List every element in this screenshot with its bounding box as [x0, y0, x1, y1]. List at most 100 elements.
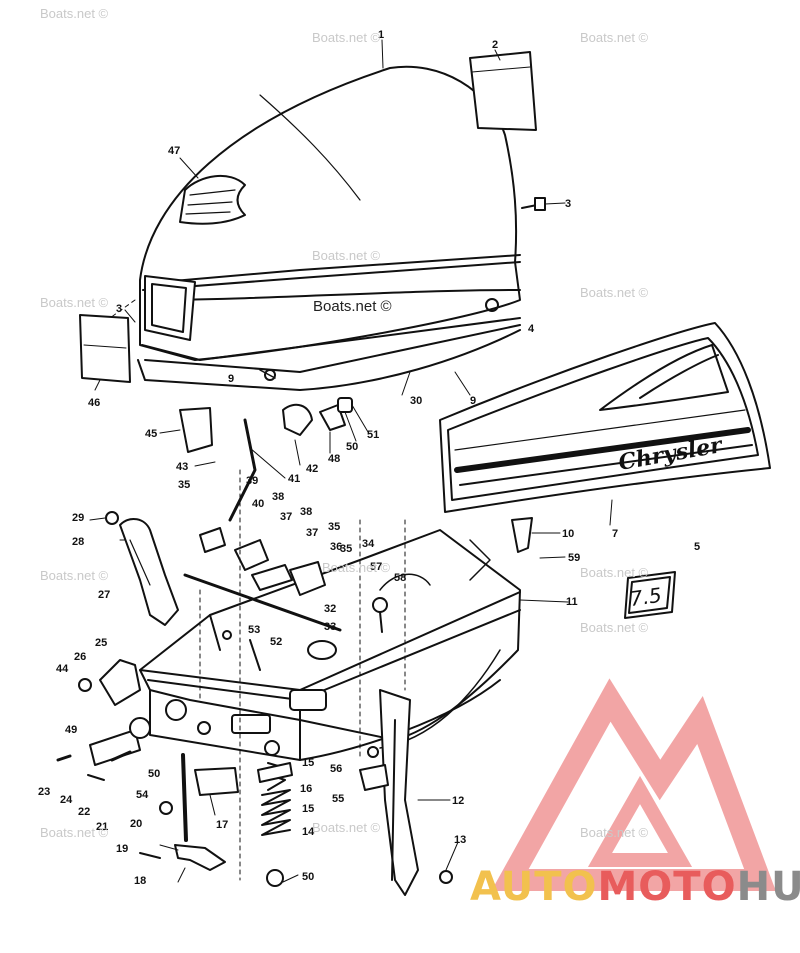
callout-5: 5 [694, 541, 700, 553]
callout-23: 23 [38, 786, 50, 798]
bottom-cowl [139, 529, 521, 761]
callout-2: 2 [492, 39, 498, 51]
callout-50: 50 [148, 768, 160, 780]
callout-35: 35 [340, 543, 352, 555]
callout-17: 17 [216, 819, 228, 831]
callout-24: 24 [60, 794, 73, 806]
callout-49: 49 [65, 724, 77, 736]
watermark: Boats.net © [580, 285, 649, 300]
watermark: Boats.net © [40, 568, 109, 583]
watermark: Boats.net © [40, 295, 109, 310]
callout-53: 53 [248, 624, 260, 636]
callout-1: 1 [378, 29, 384, 41]
callout-35: 35 [178, 479, 190, 491]
small-brackets [105, 397, 533, 640]
callout-41: 41 [288, 473, 300, 485]
callout-55: 55 [332, 793, 344, 805]
callout-15: 15 [302, 757, 314, 769]
callout-46: 46 [88, 397, 100, 409]
callout-16: 16 [300, 783, 312, 795]
callout-3: 3 [116, 303, 122, 315]
callout-13: 13 [454, 834, 466, 846]
callout-32: 32 [324, 603, 336, 615]
left-side-parts [56, 659, 151, 781]
callout-57: 57 [370, 561, 382, 573]
callout-51: 51 [367, 429, 379, 441]
callout-59: 59 [568, 552, 580, 564]
callout-37: 37 [306, 527, 318, 539]
callout-30: 30 [410, 395, 422, 407]
callout-12: 12 [452, 795, 464, 807]
watermark: Boats.net © [580, 620, 649, 635]
leader-lines [89, 39, 613, 883]
watermark: Boats.net © [312, 248, 381, 263]
hp-decal-text: 7.5 [628, 583, 663, 611]
dashed-guides [109, 299, 406, 881]
callout-54: 54 [136, 789, 149, 801]
callout-19: 19 [116, 843, 128, 855]
callout-35: 35 [328, 521, 340, 533]
automotohub-logo-mark [491, 678, 776, 891]
watermark: Boats.net © [580, 565, 649, 580]
callout-38: 38 [300, 506, 312, 518]
screw-3-right [521, 197, 546, 211]
watermark: Boats.net © [40, 825, 109, 840]
center-watermark: Boats.net © [313, 298, 392, 315]
callout-14: 14 [302, 826, 315, 838]
linkage-parts [139, 740, 453, 887]
callout-38: 38 [272, 491, 284, 503]
automotohub-logo-text: AUTOMOTOHUB [470, 864, 800, 910]
logo-part-moto: MOTO [597, 864, 737, 910]
callout-36: 36 [330, 541, 342, 553]
callout-34: 34 [362, 538, 375, 550]
callout-52: 52 [270, 636, 282, 648]
callout-48: 48 [328, 453, 340, 465]
watermark: Boats.net © [312, 30, 381, 45]
callout-22: 22 [78, 806, 90, 818]
callout-28: 28 [72, 536, 84, 548]
decal-label-2 [469, 51, 537, 131]
callout-56: 56 [330, 763, 342, 775]
callout-58: 58 [394, 572, 406, 584]
decal-label-46 [79, 314, 131, 383]
callout-40: 40 [252, 498, 264, 510]
watermark: Boats.net © [322, 560, 391, 575]
callout-18: 18 [134, 875, 146, 887]
callout-45: 45 [145, 428, 157, 440]
callout-4: 4 [528, 323, 535, 335]
callout-15: 15 [302, 803, 314, 815]
watermark: Boats.net © [580, 30, 649, 45]
callout-29: 29 [72, 512, 84, 524]
top-cowl [137, 65, 521, 391]
watermark: Boats.net © [40, 6, 109, 21]
callout-47: 47 [168, 145, 180, 157]
callout-27: 27 [98, 589, 110, 601]
watermark: Boats.net © [580, 825, 649, 840]
callout-10: 10 [562, 528, 574, 540]
callout-37: 37 [280, 511, 292, 523]
side-decal-panel [439, 322, 771, 513]
callout-43: 43 [176, 461, 188, 473]
callout-44: 44 [56, 663, 69, 675]
callout-25: 25 [95, 637, 107, 649]
shaft-12 [379, 689, 419, 896]
callout-39: 39 [246, 475, 258, 487]
callout-3: 3 [565, 198, 571, 210]
logo-part-hub: HUB [736, 864, 800, 910]
callout-7: 7 [612, 528, 618, 540]
callout-9: 9 [228, 373, 234, 385]
logo-part-auto: AUTO [470, 864, 598, 910]
callout-50: 50 [346, 441, 358, 453]
handle-28 [119, 518, 179, 626]
callout-50: 50 [302, 871, 314, 883]
callout-21: 21 [96, 821, 108, 833]
callout-11: 11 [566, 596, 578, 608]
callout-42: 42 [306, 463, 318, 475]
callout-26: 26 [74, 651, 86, 663]
callout-9: 9 [470, 395, 476, 407]
callout-20: 20 [130, 818, 142, 830]
hp-decal-5 [624, 571, 676, 619]
callout-33: 33 [324, 621, 336, 633]
